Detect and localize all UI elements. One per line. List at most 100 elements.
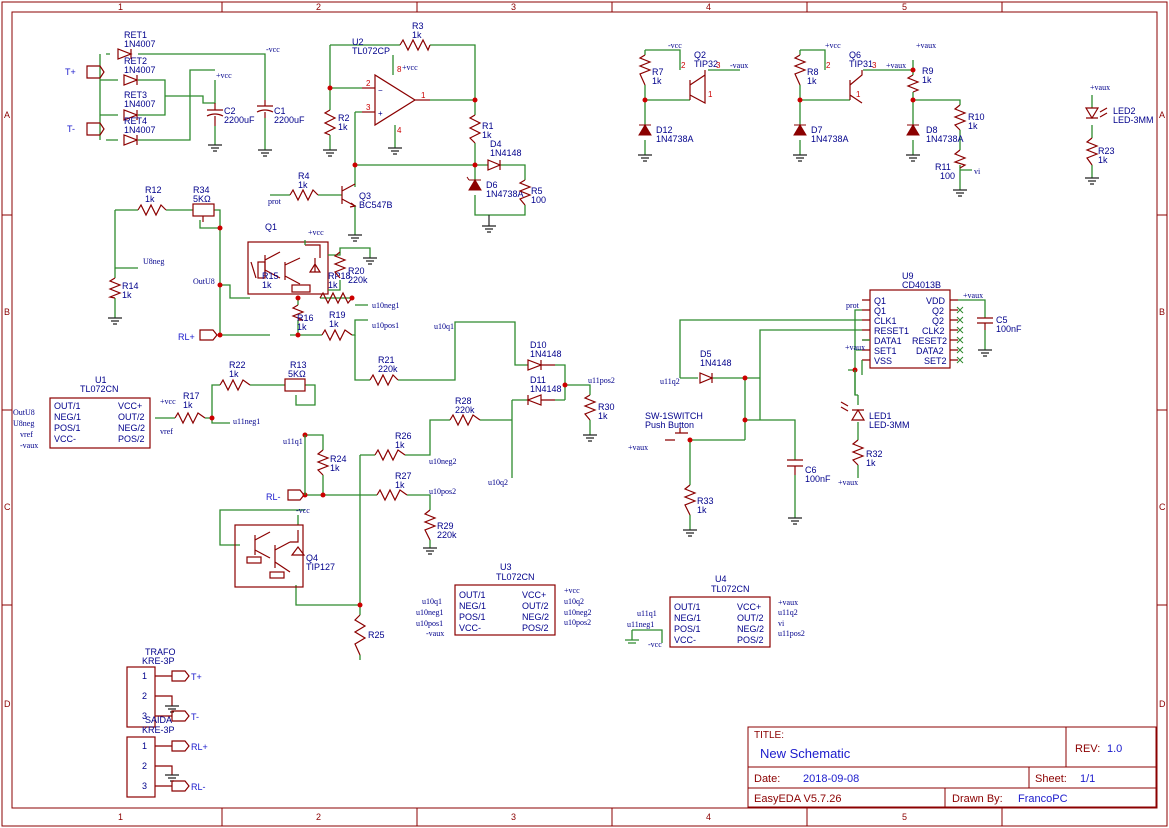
junction-dot	[217, 332, 223, 338]
r3-value: 1k	[412, 30, 422, 40]
rev-value: 1.0	[1107, 743, 1122, 755]
resistor-r1	[468, 114, 482, 144]
junction-dot	[357, 602, 363, 608]
u11neg1-net: u11neg1	[233, 417, 260, 426]
cap-c2	[206, 103, 224, 126]
r18-designator: RP18	[328, 271, 351, 281]
u3-pin-out2: OUT/2	[522, 601, 549, 611]
junction-dot	[352, 162, 358, 168]
r26-designator: R26	[395, 431, 412, 441]
r24-value: 1k	[330, 463, 340, 473]
sw-value: Push Button	[645, 420, 694, 430]
resistor-r-bridge	[319, 291, 353, 305]
u1-designator: U1	[95, 375, 107, 385]
junction-dot	[687, 437, 693, 443]
u1-u8neg-net: U8neg	[13, 419, 34, 428]
r29-value: 220k	[437, 530, 457, 540]
u4-nvcc-net: -vcc	[648, 640, 662, 649]
row-label-right: D	[1159, 699, 1166, 709]
u3-pin-neg1: NEG/1	[459, 601, 486, 611]
q3-prot-net: prot	[268, 197, 282, 206]
resistor-r5	[518, 179, 532, 206]
u10neg1-net: u10neg1	[372, 301, 400, 310]
u9-pin-clk2: CLK2	[922, 326, 945, 336]
saida-value: KRE-3P	[142, 725, 175, 735]
d7-value: 1N4738A	[811, 134, 849, 144]
r21-designator: R21	[378, 355, 395, 365]
c2-designator: C2	[224, 106, 236, 116]
u4-pin-pos1: POS/1	[674, 624, 701, 634]
trafo-tminus-label: T-	[191, 712, 199, 722]
led2-vaux-net: +vaux	[1090, 83, 1110, 92]
c2-value: 2200uF	[224, 115, 255, 125]
u9-pin-clk1: CLK1	[874, 316, 897, 326]
q4-value: TIP127	[306, 562, 335, 572]
u1-vcc-net: +vcc	[160, 397, 176, 406]
cap-c1	[256, 100, 274, 118]
col-label-bottom: 1	[118, 812, 123, 822]
r19-value: 1k	[329, 319, 339, 329]
r1-designator: R1	[482, 121, 494, 131]
u9-pin-q2: Q2	[932, 306, 944, 316]
u2-stage: −+ 231 84 U2 TL072CP +vcc R3 1k R2 1k R1…	[323, 21, 546, 233]
u2-value: TL072CP	[352, 46, 390, 56]
u9-pin-vss: VSS	[874, 356, 892, 366]
r14-value: 1k	[122, 290, 132, 300]
r5-designator: R5	[531, 186, 543, 196]
resistor-r10	[953, 104, 967, 131]
q2-value: TIP32	[694, 59, 718, 69]
cap-c6	[787, 459, 803, 475]
u11q1-net: u11q1	[283, 437, 303, 446]
col-label-bottom: 3	[511, 812, 516, 822]
zener-d8	[906, 124, 920, 136]
rlminus-label: RL-	[266, 492, 281, 502]
comparator-output-section: R21 220k u10q1 D10 1N4148 D11 1N4148 u11…	[354, 321, 615, 487]
transistor-q2	[689, 70, 706, 104]
transistor-q3	[341, 183, 357, 208]
connector-trafo	[126, 666, 156, 728]
r2-designator: R2	[338, 113, 350, 123]
svg-text:3: 3	[142, 711, 147, 721]
connectors-section: TRAFO KRE-3P 123 T+ T- SAIDA KRE-3P 123 …	[126, 647, 208, 798]
border-row-labels: A B C D A B C D	[4, 110, 1166, 709]
sw-designator: SW-1SWITCH	[645, 411, 703, 421]
row-label-left: A	[4, 110, 10, 120]
diode-d5	[699, 372, 714, 384]
resistor-r25	[353, 614, 367, 656]
saida-rlminus-label: RL-	[191, 782, 206, 792]
col-label-top: 2	[316, 2, 321, 12]
u4-pin-out2: OUT/2	[737, 613, 764, 623]
u3-section: U3 TL072CN OUT/1 NEG/1 POS/1 VCC- VCC+ O…	[416, 562, 592, 638]
u10q2-net: u10q2	[488, 478, 508, 487]
r13-designator: R13	[290, 360, 307, 370]
connector-saida	[126, 736, 156, 798]
zener-d12	[638, 124, 652, 136]
resistor-r19	[321, 328, 353, 342]
trafo-value: KRE-3P	[142, 656, 175, 666]
svg-text:1: 1	[421, 91, 426, 100]
svg-text:2: 2	[142, 761, 147, 771]
col-label-bottom: 4	[706, 812, 711, 822]
junction-dot	[349, 295, 355, 301]
r30-value: 1k	[598, 411, 608, 421]
sheet-label: Sheet:	[1035, 773, 1067, 785]
resistor-r17	[174, 411, 206, 425]
diode-d11	[526, 394, 555, 406]
col-label-bottom: 2	[316, 812, 321, 822]
opamp-u2: −+ 231 84	[362, 65, 430, 135]
u9-pin-q2n: Q2	[932, 316, 944, 326]
q2-nvaux-net: -vaux	[730, 61, 748, 70]
q1-designator: Q1	[265, 222, 277, 232]
u1-pin-neg1: NEG/1	[54, 412, 81, 422]
r11-vi-net: vi	[974, 167, 981, 176]
q1-vcc-net: +vcc	[308, 228, 324, 237]
r32-vaux-net: +vaux	[838, 478, 858, 487]
junction-dot	[562, 382, 568, 388]
q4-designator: Q4	[306, 553, 318, 563]
resistor-r14	[107, 277, 122, 299]
u3-designator: U3	[500, 562, 512, 572]
col-label-top: 4	[706, 2, 711, 12]
u9-vaux2-net: +vaux	[845, 343, 865, 352]
junction-dot	[217, 225, 223, 231]
